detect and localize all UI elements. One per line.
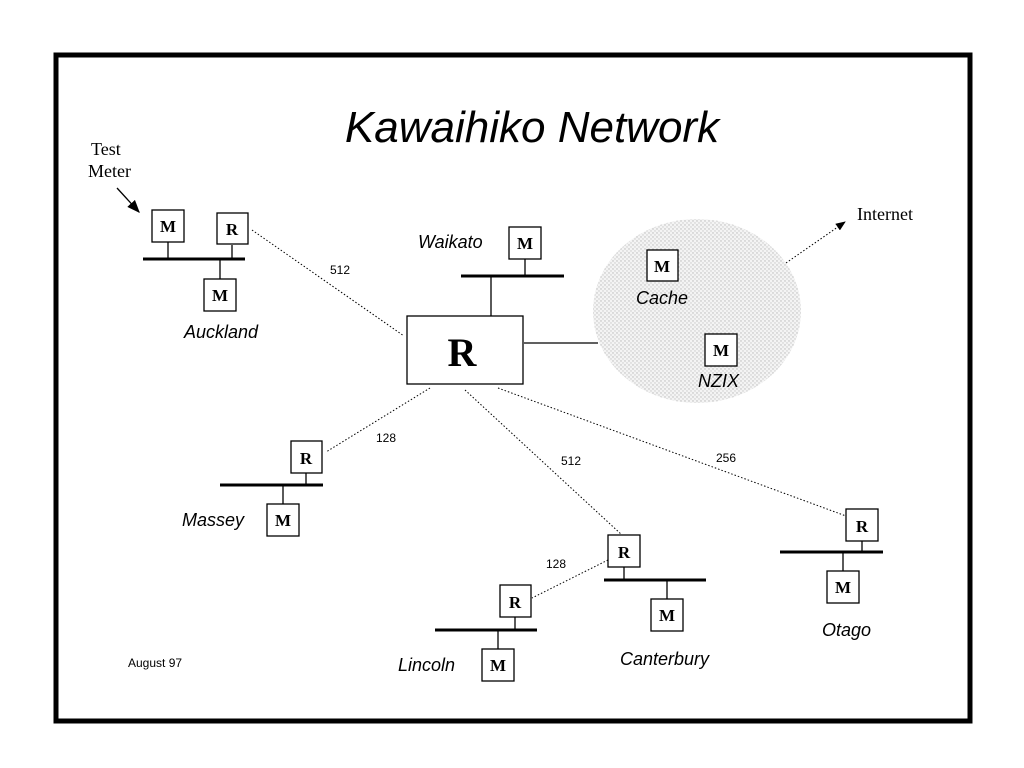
meter-box xyxy=(481,648,515,682)
meter-label: M xyxy=(275,511,291,530)
test-meter-label-line2: Meter xyxy=(88,161,131,181)
router-label: R xyxy=(300,449,313,468)
link-internet xyxy=(785,221,846,264)
rate-canterbury: 512 xyxy=(561,454,581,468)
rate-auckland: 512 xyxy=(330,263,350,277)
label-auckland: Auckland xyxy=(183,322,259,342)
link-otago xyxy=(497,387,847,517)
central-router-label: R xyxy=(448,330,478,375)
site-waikato: M xyxy=(461,226,564,278)
date-label: August 97 xyxy=(128,656,182,670)
label-otago: Otago xyxy=(822,620,871,640)
site-auckland: M R M xyxy=(143,209,249,312)
internet-cloud xyxy=(593,219,801,403)
page-title: Kawaihiko Network xyxy=(345,103,721,152)
router-box xyxy=(607,534,641,568)
slide-frame xyxy=(53,52,973,724)
meter-box xyxy=(266,503,300,537)
router-box xyxy=(845,508,879,542)
meter-box xyxy=(650,598,684,632)
meter-label: M xyxy=(212,286,228,305)
label-nzix: NZIX xyxy=(698,371,740,391)
router-label: R xyxy=(509,593,522,612)
meter-label: M xyxy=(713,341,729,360)
link-lincoln xyxy=(531,559,609,599)
link-auckland xyxy=(251,229,405,337)
meter-label: M xyxy=(835,578,851,597)
site-lincoln: R M xyxy=(435,584,537,682)
internet-label: Internet xyxy=(857,204,913,224)
router-label: R xyxy=(226,220,239,239)
meter-label: M xyxy=(517,234,533,253)
rate-otago: 256 xyxy=(716,451,736,465)
site-otago: R M xyxy=(780,508,883,604)
test-meter-label-line1: Test xyxy=(91,139,121,159)
rate-lincoln: 128 xyxy=(546,557,566,571)
meter-box xyxy=(203,278,237,312)
router-label: R xyxy=(856,517,869,536)
label-cache: Cache xyxy=(636,288,688,308)
label-massey: Massey xyxy=(182,510,245,530)
label-waikato: Waikato xyxy=(418,232,483,252)
nzix-meter-box xyxy=(704,333,738,367)
central-router xyxy=(406,315,524,385)
rate-massey: 128 xyxy=(376,431,396,445)
router-label: R xyxy=(618,543,631,562)
site-canterbury: R M xyxy=(604,534,706,632)
link-canterbury xyxy=(464,389,623,536)
cache-meter-box xyxy=(646,249,679,282)
router-box xyxy=(499,584,532,618)
label-canterbury: Canterbury xyxy=(620,649,710,669)
meter-box xyxy=(151,209,185,243)
router-box xyxy=(290,440,323,474)
test-meter-arrow xyxy=(116,187,140,213)
meter-label: M xyxy=(160,217,176,236)
meter-box xyxy=(826,570,860,604)
router-box xyxy=(216,212,249,245)
meter-label: M xyxy=(490,656,506,675)
meter-label: M xyxy=(659,606,675,625)
link-massey xyxy=(325,387,431,453)
site-massey: R M xyxy=(220,440,323,537)
meter-label: M xyxy=(654,257,670,276)
meter-box xyxy=(508,226,542,260)
label-lincoln: Lincoln xyxy=(398,655,455,675)
